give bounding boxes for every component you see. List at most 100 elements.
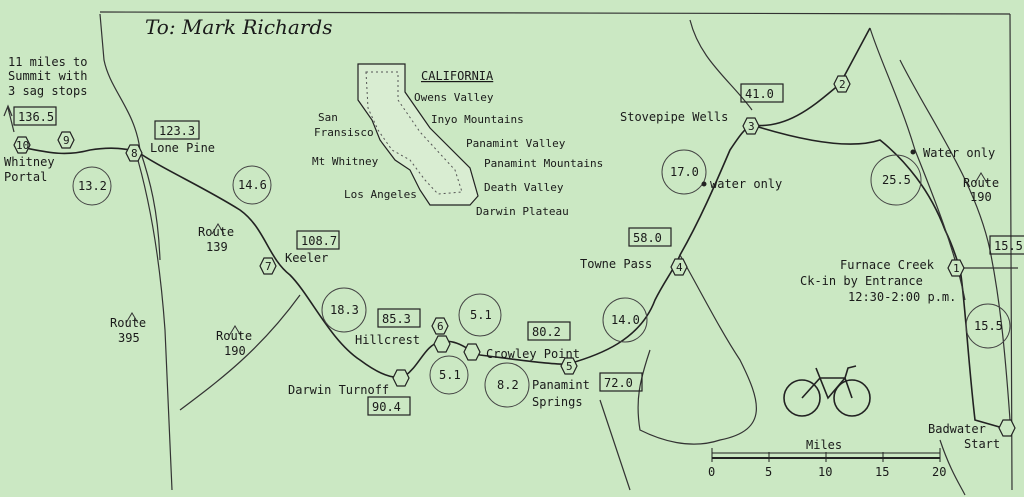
place-checkin-time: 12:30-2:00 p.m. bbox=[848, 290, 956, 304]
label-san: San bbox=[318, 111, 338, 124]
route-139-label: Route bbox=[198, 225, 234, 239]
stop-number-9: 9 bbox=[63, 134, 70, 147]
road-395 bbox=[134, 149, 173, 491]
place-hillcrest: Hillcrest bbox=[355, 333, 420, 347]
place-panamint: Panamint bbox=[532, 378, 590, 392]
milepost-box bbox=[154, 120, 200, 140]
checkpoint-marker bbox=[392, 369, 410, 387]
segment-circle bbox=[602, 297, 648, 343]
summit-note-line2: Summit with bbox=[8, 69, 87, 83]
summit-arrow bbox=[3, 104, 15, 133]
place-whitney: Whitney bbox=[4, 155, 55, 169]
road-190-west bbox=[179, 294, 301, 411]
milepost-72-0: 72.0 bbox=[604, 376, 633, 390]
stop-number-4: 4 bbox=[676, 261, 683, 274]
segment-circle bbox=[72, 166, 112, 206]
label-owens-valley: Owens Valley bbox=[414, 91, 494, 104]
stop-marker-9 bbox=[57, 131, 75, 149]
summit-note-line1: 11 miles to bbox=[8, 55, 87, 69]
segment-circle bbox=[321, 287, 367, 333]
route-395-label: Route bbox=[110, 316, 146, 330]
stop-marker-2 bbox=[833, 75, 851, 93]
stop-marker-4 bbox=[670, 258, 688, 276]
route-shield-icon bbox=[125, 312, 139, 324]
milepost-58-0: 58.0 bbox=[633, 231, 662, 245]
milepost-box bbox=[989, 235, 1024, 255]
place-water-only-1: water only bbox=[710, 177, 782, 191]
valley-contour-2 bbox=[689, 19, 753, 111]
label-inyo-mountains: Inyo Mountains bbox=[431, 113, 524, 126]
segment-18-3: 18.3 bbox=[330, 303, 359, 317]
route-shield-icon bbox=[211, 223, 225, 235]
milepost-box bbox=[13, 106, 57, 126]
road-395b bbox=[139, 149, 161, 261]
valley-contour-5 bbox=[599, 399, 631, 491]
stop-marker-5 bbox=[560, 357, 578, 375]
route-190-label-east: Route bbox=[963, 176, 999, 190]
segment-14-6: 14.6 bbox=[238, 178, 267, 192]
route-shield-icon bbox=[228, 325, 242, 337]
label-panamint-mountains: Panamint Mountains bbox=[484, 157, 603, 170]
milepost-123-3: 123.3 bbox=[159, 124, 195, 138]
route-190-label: Route bbox=[216, 329, 252, 343]
scale-tick-20: 20 bbox=[932, 465, 946, 479]
segment-13-2: 13.2 bbox=[78, 179, 107, 193]
california-inset bbox=[357, 63, 479, 206]
place-springs: Springs bbox=[532, 395, 583, 409]
milepost-85-3: 85.3 bbox=[382, 312, 411, 326]
segment-circle bbox=[429, 355, 469, 395]
place-portal: Portal bbox=[4, 170, 47, 184]
stop-marker-10 bbox=[13, 136, 31, 154]
milepost-box bbox=[296, 230, 340, 250]
milepost-80-2: 80.2 bbox=[532, 325, 561, 339]
segment-circle bbox=[870, 154, 922, 206]
segment-15-5: 15.5 bbox=[974, 319, 1003, 333]
bicycle-icon bbox=[783, 365, 871, 417]
stop-marker-7 bbox=[259, 257, 277, 275]
milepost-15-5: 15.5 bbox=[994, 239, 1023, 253]
label-fransisco: Fransisco bbox=[314, 126, 374, 139]
place-lone-pine: Lone Pine bbox=[150, 141, 215, 155]
milepost-108-7: 108.7 bbox=[301, 234, 337, 248]
place-darwin-turnoff: Darwin Turnoff bbox=[288, 383, 389, 397]
place-crowley-point: Crowley Point bbox=[486, 347, 580, 361]
milepost-box bbox=[599, 372, 643, 392]
stop-number-2: 2 bbox=[839, 78, 846, 91]
segment-17-0: 17.0 bbox=[670, 165, 699, 179]
valley-contour-6 bbox=[939, 439, 966, 496]
place-furnace-creek: Furnace Creek bbox=[840, 258, 935, 272]
place-keeler: Keeler bbox=[285, 251, 328, 265]
route-395-number: 395 bbox=[118, 331, 140, 345]
checkpoint-marker bbox=[433, 335, 451, 353]
segment-circle bbox=[232, 165, 272, 205]
segment-circle bbox=[484, 362, 530, 408]
stop-marker-8 bbox=[125, 144, 143, 162]
water-dot bbox=[910, 149, 916, 155]
stop-number-7: 7 bbox=[265, 260, 272, 273]
scale-tick-0: 0 bbox=[708, 465, 715, 479]
stop-number-6: 6 bbox=[437, 320, 444, 333]
valley-contour-1 bbox=[637, 254, 757, 445]
valley-contour-3 bbox=[869, 27, 966, 301]
milepost-41-0: 41.0 bbox=[745, 87, 774, 101]
stop-marker-1 bbox=[947, 259, 965, 277]
milepost-box bbox=[367, 396, 411, 416]
milepost-90-4: 90.4 bbox=[372, 400, 401, 414]
milepost-box bbox=[527, 321, 571, 341]
summit-note-line3: 3 sag stops bbox=[8, 84, 87, 98]
segment-circle bbox=[661, 149, 707, 195]
inset-stipple bbox=[365, 71, 463, 195]
milepost-136-5: 136.5 bbox=[18, 110, 54, 124]
place-badwater: Badwater bbox=[928, 422, 986, 436]
route-190-number: 190 bbox=[224, 344, 246, 358]
segment-14-0: 14.0 bbox=[611, 313, 640, 327]
label-panamint-valley: Panamint Valley bbox=[466, 137, 566, 150]
route-shield-icon bbox=[974, 172, 988, 184]
map-border bbox=[99, 11, 1013, 491]
scale-tick-5: 5 bbox=[765, 465, 772, 479]
stop-number-3: 3 bbox=[748, 120, 755, 133]
scale-bar bbox=[711, 448, 941, 462]
label-los-angeles: Los Angeles bbox=[344, 188, 417, 201]
